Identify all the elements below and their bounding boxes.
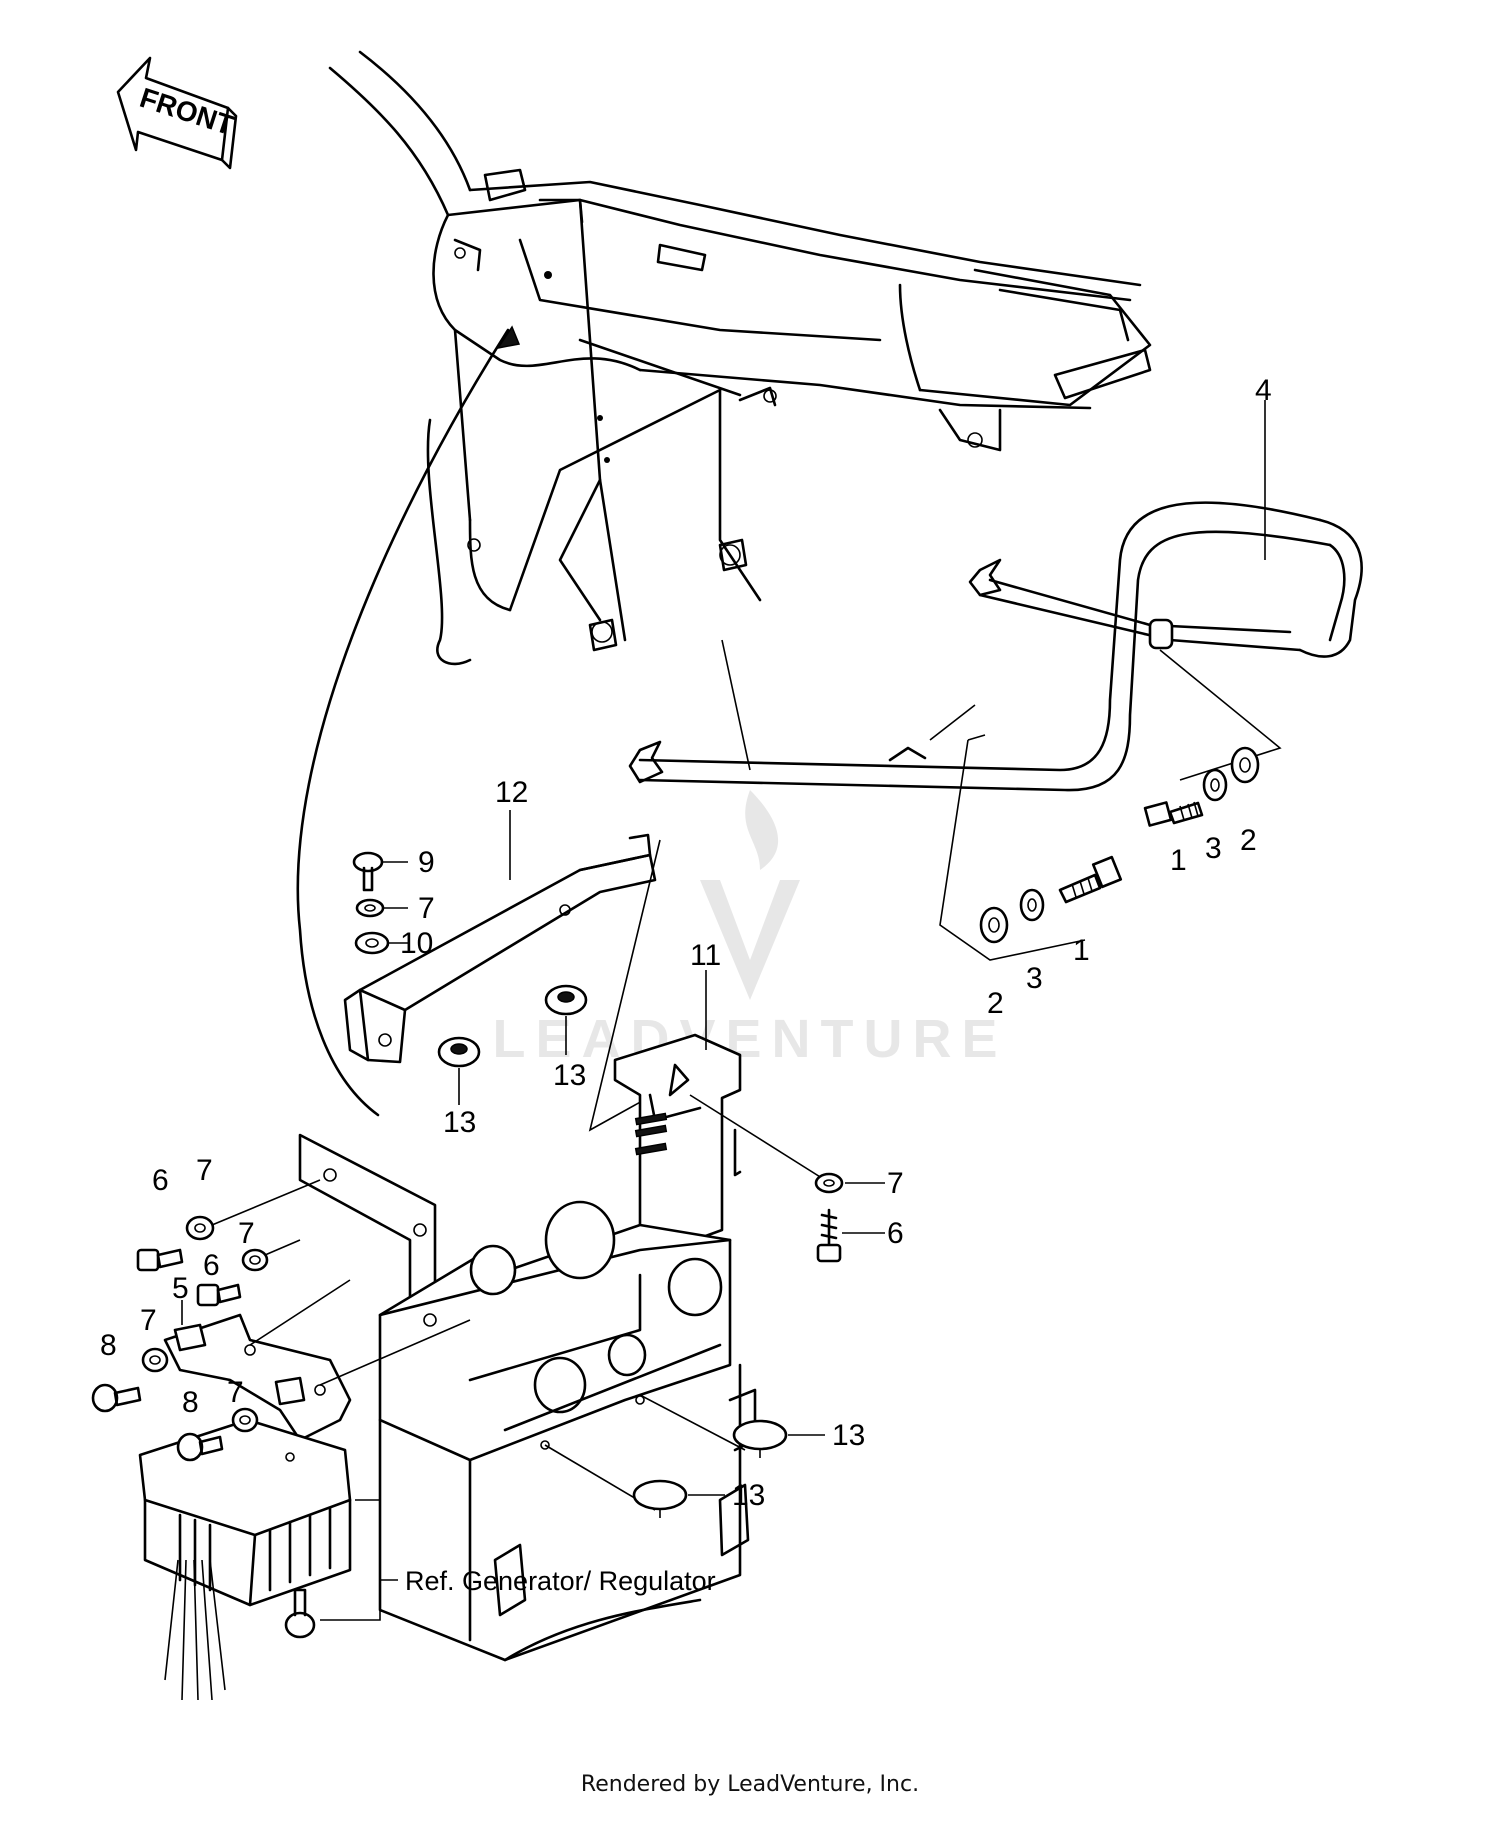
washer-3-front xyxy=(1019,888,1045,922)
regulator-unit xyxy=(138,1418,352,1701)
callout-9: 9 xyxy=(418,846,435,879)
washer-3-rear xyxy=(1202,768,1228,802)
callout-7-strap: 7 xyxy=(418,892,435,925)
callout-labels: 4 1 3 2 1 3 2 12 9 7 10 11 13 13 7 6 13 … xyxy=(100,374,1272,1596)
grommet-13-c xyxy=(732,1419,788,1458)
washer-7-left-mid xyxy=(241,1248,269,1272)
leadventure-watermark: LEADVENTURE xyxy=(492,790,1007,1069)
reference-note: Ref. Generator/ Regulator xyxy=(405,1566,716,1596)
bolt-6-left-top xyxy=(136,1248,184,1272)
callout-4: 4 xyxy=(1255,374,1272,407)
screw-ref-bottom xyxy=(284,1588,316,1639)
leader-frame-to-stand xyxy=(721,639,751,771)
footer-credit: Rendered by LeadVenture, Inc. xyxy=(580,1772,920,1797)
screw-8-left xyxy=(91,1383,142,1413)
leader-frame-to-case xyxy=(296,328,510,1117)
callout-1-rear: 1 xyxy=(1170,844,1187,877)
leader-front-bolt xyxy=(939,734,1086,961)
callout-11: 11 xyxy=(690,939,721,972)
callout-8-lower: 8 xyxy=(182,1386,199,1419)
washer-10 xyxy=(354,931,390,955)
part-12-strap xyxy=(343,833,657,1064)
callout-2-rear: 2 xyxy=(1240,824,1257,857)
nut-7-right xyxy=(814,1172,844,1194)
leader-case-bolt xyxy=(689,1094,826,1181)
callout-13-b: 13 xyxy=(443,1106,476,1139)
screw-9 xyxy=(352,851,384,892)
leader-rear-bolt xyxy=(1159,649,1282,781)
grommet-13-d xyxy=(632,1479,688,1518)
callout-6-left-mid: 6 xyxy=(203,1249,220,1282)
callout-13-c: 13 xyxy=(832,1419,865,1452)
grommet-13-a xyxy=(544,984,588,1016)
bolt-1-front xyxy=(1058,855,1123,904)
washer-7-left-low xyxy=(141,1347,169,1373)
callout-8-left: 8 xyxy=(100,1329,117,1362)
frame-assembly xyxy=(328,50,1152,666)
bolt-6-right xyxy=(816,1208,842,1263)
bolt-6-left-mid xyxy=(196,1283,242,1307)
leader-regulator-ref xyxy=(320,1499,398,1621)
callout-7-right: 7 xyxy=(887,1167,904,1200)
callout-13-a: 13 xyxy=(553,1059,586,1092)
part-4-stand xyxy=(628,501,1363,792)
callout-7-left-low: 7 xyxy=(140,1304,157,1337)
callout-10: 10 xyxy=(400,927,433,960)
callout-7-lower: 7 xyxy=(227,1376,244,1409)
washer-2-rear xyxy=(1230,746,1260,784)
callout-3-front: 3 xyxy=(1026,962,1043,995)
callout-13-d: 13 xyxy=(732,1479,765,1512)
callout-6-right: 6 xyxy=(887,1217,904,1250)
washer-2-front xyxy=(979,906,1009,944)
callout-1-front: 1 xyxy=(1073,934,1090,967)
part-11-battery-case xyxy=(298,1033,757,1662)
callout-7-left-mid: 7 xyxy=(238,1217,255,1250)
bolt-1-rear xyxy=(1143,801,1204,827)
leader-stand-lower xyxy=(929,704,976,741)
grommet-13-b xyxy=(437,1036,481,1068)
leader-bracket-to-case xyxy=(249,1279,471,1386)
leader-left-mid xyxy=(264,1239,301,1256)
leader-left-upper xyxy=(211,1179,321,1226)
washer-7-lower xyxy=(231,1407,259,1433)
washer-7-strap xyxy=(355,898,385,918)
callout-6-left-top: 6 xyxy=(152,1164,169,1197)
leader-grommet-lower-a xyxy=(639,1394,746,1451)
screw-8-lower xyxy=(176,1432,224,1462)
watermark-brand: LEADVENTURE xyxy=(492,1009,1007,1069)
callout-2-front: 2 xyxy=(987,987,1004,1020)
callout-12: 12 xyxy=(495,776,528,809)
callout-7-left-top: 7 xyxy=(196,1154,213,1187)
part-5-bracket xyxy=(163,1313,352,1442)
front-arrow-badge: FRONT xyxy=(116,56,237,170)
washer-7-left-top xyxy=(185,1215,215,1241)
callout-3-rear: 3 xyxy=(1205,832,1222,865)
callout-5: 5 xyxy=(172,1272,189,1305)
leader-arrowhead xyxy=(496,325,521,350)
